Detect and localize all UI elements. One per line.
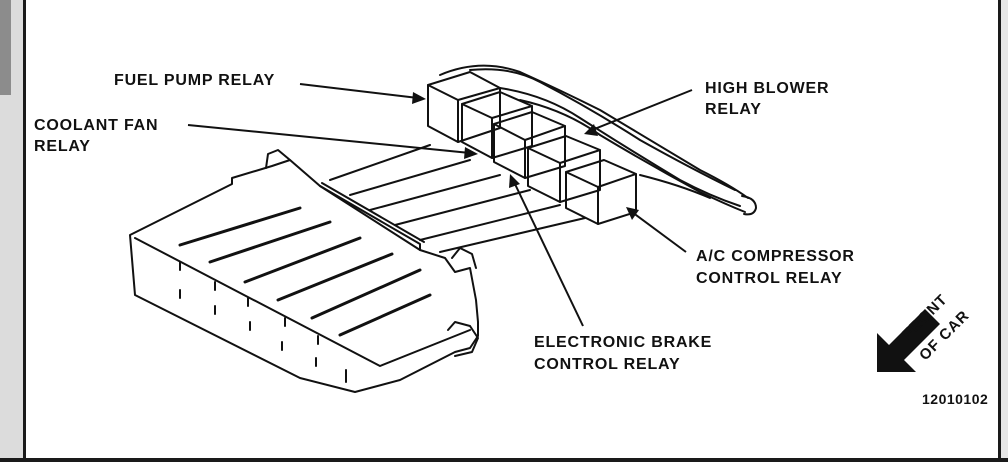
- label-high-blower-relay-line1: HIGH BLOWER: [705, 80, 830, 97]
- bracket-clip: [447, 321, 479, 357]
- label-ac-compressor-relay-line1: A/C COMPRESSOR: [696, 248, 855, 265]
- bracket-rail: [319, 185, 421, 251]
- bracket-tab-left: [265, 149, 291, 169]
- arrow-down-left-icon: [877, 309, 940, 372]
- leader-high-blower: [591, 89, 693, 131]
- left-scrollbar[interactable]: [0, 0, 11, 95]
- leader-fuel-pump: [299, 83, 419, 99]
- bottom-frame-border: [0, 458, 1008, 462]
- bracket-tab-right: [451, 247, 477, 269]
- label-electronic-brake-relay-line2: CONTROL RELAY: [534, 356, 681, 373]
- bracket-top-edge: [134, 237, 471, 367]
- figure-number: 12010102: [922, 391, 989, 407]
- label-high-blower-relay-line2: RELAY: [705, 101, 762, 118]
- label-coolant-fan-relay-line2: RELAY: [34, 138, 91, 155]
- leader-ac-compressor: [631, 211, 687, 253]
- leader-coolant-fan: [187, 124, 471, 154]
- arrowhead-ac-compressor: [626, 207, 639, 220]
- arrowhead-fuel-pump: [412, 92, 426, 104]
- label-coolant-fan-relay-line1: COOLANT FAN: [34, 117, 159, 134]
- leader-electronic-brake: [513, 181, 584, 327]
- left-frame-border: [0, 0, 26, 462]
- arrowhead-coolant-fan: [464, 147, 478, 159]
- wiring-harness: [439, 64, 757, 216]
- right-frame-border: [998, 0, 1008, 462]
- bracket-tray-outline: [129, 159, 479, 393]
- label-fuel-pump-relay: FUEL PUMP RELAY: [114, 72, 276, 89]
- label-ac-compressor-relay-line2: CONTROL RELAY: [696, 270, 843, 287]
- arrowhead-electronic-brake: [509, 174, 520, 188]
- label-electronic-brake-relay-line1: ELECTRONIC BRAKE: [534, 334, 713, 351]
- relay-boxes: [427, 71, 637, 225]
- arrowhead-high-blower: [584, 124, 598, 136]
